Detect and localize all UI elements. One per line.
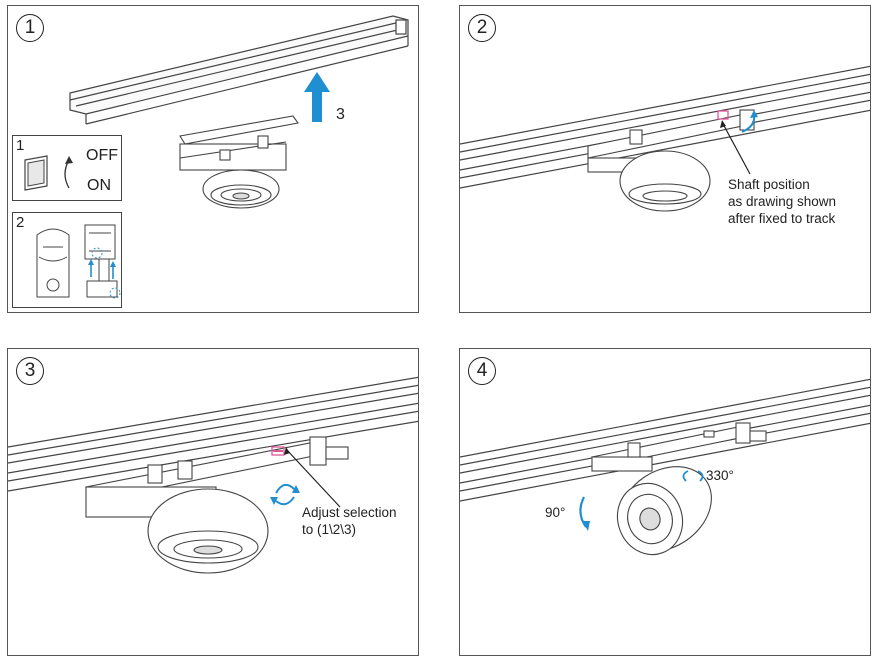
adapter-and-spot: [179, 115, 299, 209]
adapter-detail-illustration: [36, 224, 121, 299]
up-arrow-icon: [304, 72, 330, 122]
step-3-note-line-2: to (1\2\3): [302, 522, 357, 537]
adapter-inset-number: 2: [16, 214, 25, 231]
on-label: ON: [87, 177, 111, 194]
step-2-panel: 2 Shaft position as drawing shown after …: [459, 5, 871, 313]
step-2-note-line-2: as drawing shown: [728, 194, 837, 209]
step-1-arrow-label: 3: [336, 106, 345, 123]
track-rail: [69, 15, 409, 125]
switch-icon: [24, 155, 73, 191]
adapter-and-spot: [591, 422, 767, 556]
horizontal-rotation-label: 330°: [706, 468, 734, 483]
step-3-illustration: [8, 376, 418, 574]
step-1-panel: 1 3 1 OFF ON 2: [7, 5, 419, 313]
switch-inset: 1 OFF ON: [12, 135, 122, 201]
rotate-arrow-icon: [275, 483, 295, 506]
step-2-note-line-3: after fixed to track: [728, 211, 836, 226]
step-1-illustration: [69, 15, 409, 209]
horizontal-rotate-icon: [682, 470, 704, 482]
step-4-number: 4: [468, 357, 496, 385]
shaft-marker: [717, 110, 729, 120]
step-4-panel: 4 330° 90°: [459, 348, 871, 656]
adapter-and-spot: [85, 436, 349, 574]
step-2-illustration: [460, 65, 870, 212]
vertical-rotation-label: 90°: [545, 505, 566, 520]
step-3-panel: 3 Adjust selection to (1\2\3): [7, 348, 419, 656]
step-3-number: 3: [16, 357, 44, 385]
track-rail: [8, 376, 418, 492]
adapter-and-spot: [587, 109, 755, 212]
switch-inset-number: 1: [16, 137, 25, 154]
step-4-illustration: [460, 378, 870, 556]
callout-line: [285, 448, 341, 508]
selector-marker: [271, 446, 285, 456]
adapter-inset: 2: [12, 212, 122, 308]
callout-line: [721, 121, 751, 175]
step-2-number: 2: [468, 14, 496, 42]
off-label: OFF: [86, 147, 118, 164]
step-2-note-line-1: Shaft position: [728, 177, 810, 192]
step-1-number: 1: [16, 14, 44, 42]
step-3-note-line-1: Adjust selection: [302, 505, 397, 520]
